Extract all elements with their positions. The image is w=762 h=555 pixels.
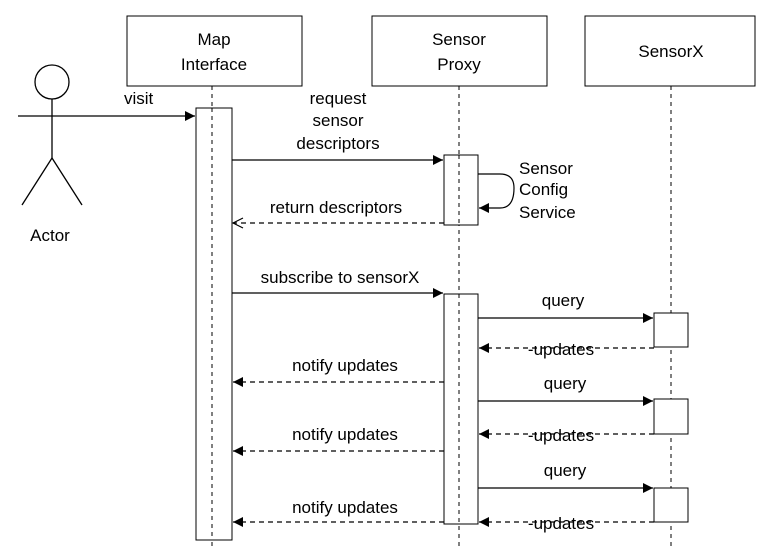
sensor-proxy-activation-2 — [443, 293, 479, 525]
participant-sensor-proxy-label-2: Proxy — [437, 55, 481, 74]
participant-map-interface: Map Interface — [126, 15, 303, 87]
sensorx-activation-2 — [653, 398, 689, 435]
visit-label: visit — [124, 89, 154, 108]
messages — [88, 111, 654, 527]
participant-sensor-proxy-label: Sensor — [432, 30, 486, 49]
return-label: return descriptors — [270, 198, 402, 217]
query-label-1: query — [542, 291, 585, 310]
request-label-3: descriptors — [296, 134, 379, 153]
lifelines — [211, 86, 672, 548]
self-call-label-3: Service — [519, 203, 576, 222]
sensor-proxy-activation-1 — [443, 154, 479, 226]
participant-sensor-proxy: Sensor Proxy — [371, 15, 548, 87]
participant-sensorx: SensorX — [584, 15, 756, 87]
updates-label-3: -updates — [528, 514, 594, 533]
self-call-label-2: Config — [519, 180, 568, 199]
self-call-label-1: Sensor — [519, 159, 573, 178]
participant-map-interface-label: Map — [197, 30, 230, 49]
self-call-arrow — [478, 173, 515, 213]
sensorx-activation-1 — [653, 312, 689, 348]
notify-label-1: notify updates — [292, 356, 398, 375]
subscribe-label: subscribe to sensorX — [261, 268, 420, 287]
actor-figure — [18, 64, 88, 206]
map-interface-activation — [195, 107, 233, 541]
activation-bars — [195, 107, 689, 541]
notify-label-3: notify updates — [292, 498, 398, 517]
updates-label-2: -updates — [528, 426, 594, 445]
participant-map-interface-label-2: Interface — [181, 55, 247, 74]
notify-label-2: notify updates — [292, 425, 398, 444]
updates-label-1: -updates — [528, 340, 594, 359]
query-label-2: query — [544, 374, 587, 393]
sensorx-activation-3 — [653, 487, 689, 523]
query-label-3: query — [544, 461, 587, 480]
request-label-2: sensor — [312, 111, 363, 130]
actor-label: Actor — [30, 226, 70, 245]
request-label-1: request — [310, 89, 367, 108]
participant-sensorx-label: SensorX — [638, 42, 703, 61]
